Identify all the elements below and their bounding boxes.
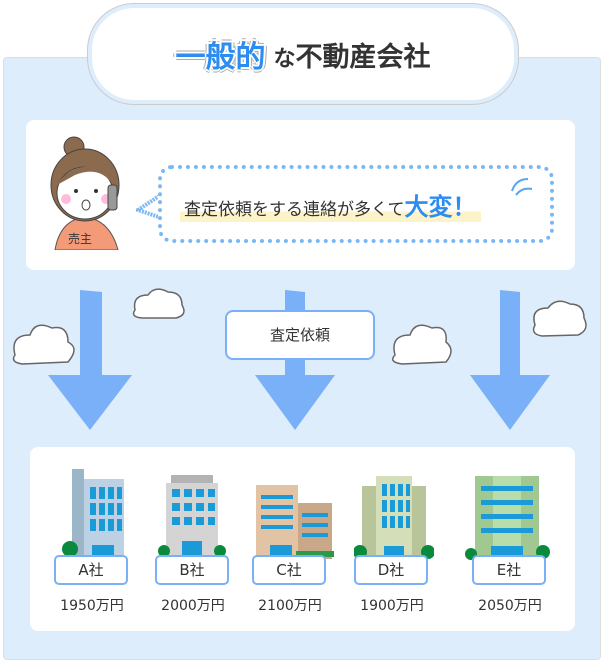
company-label: B社	[155, 555, 229, 585]
arrow-down-icon	[470, 290, 550, 430]
office-building-icon	[158, 475, 226, 559]
companies-card: A社 1950万円 B社 2000万円 C社 2100万円 D社 1900万円 …	[30, 447, 575, 631]
company-price: 1900万円	[360, 598, 424, 614]
request-label: 査定依頼	[225, 310, 375, 360]
office-building-icon	[354, 476, 434, 560]
title-rest: 不動産会社	[295, 41, 431, 73]
sweat-icon	[511, 178, 533, 196]
cloud-icon	[12, 324, 75, 365]
company-price: 1950万円	[60, 598, 124, 614]
seller-speech-bubble: 査定依頼をする連絡が多くて大変！	[158, 165, 554, 243]
cloud-icon	[132, 288, 185, 319]
page-title: 一般的 な不動産会社	[88, 4, 518, 104]
office-building-icon	[62, 469, 124, 559]
cloud-icon	[532, 300, 587, 337]
company-label: A社	[54, 555, 128, 585]
arrow-down-icon	[48, 290, 132, 430]
seller-message-emphasis: 大変！	[404, 192, 477, 221]
seller-message: 査定依頼をする連絡が多くて	[184, 199, 405, 220]
seller-avatar-icon: 売主	[50, 136, 120, 250]
arrows-and-clouds	[12, 288, 587, 430]
office-building-icon	[465, 476, 550, 560]
bubble-tail-icon	[136, 192, 164, 220]
title-kana: な	[273, 46, 296, 72]
company-price: 2050万円	[478, 598, 542, 614]
company-label: C社	[252, 555, 326, 585]
company-label: D社	[354, 555, 428, 585]
company-price: 2000万円	[161, 598, 225, 614]
company-price: 2100万円	[258, 598, 322, 614]
title-highlight: 一般的	[175, 40, 266, 75]
seller-label: 売主	[68, 231, 92, 246]
company-label: E社	[472, 555, 546, 585]
arrow-down-icon	[255, 290, 335, 430]
cloud-icon	[391, 324, 452, 365]
office-building-icon	[256, 485, 334, 559]
